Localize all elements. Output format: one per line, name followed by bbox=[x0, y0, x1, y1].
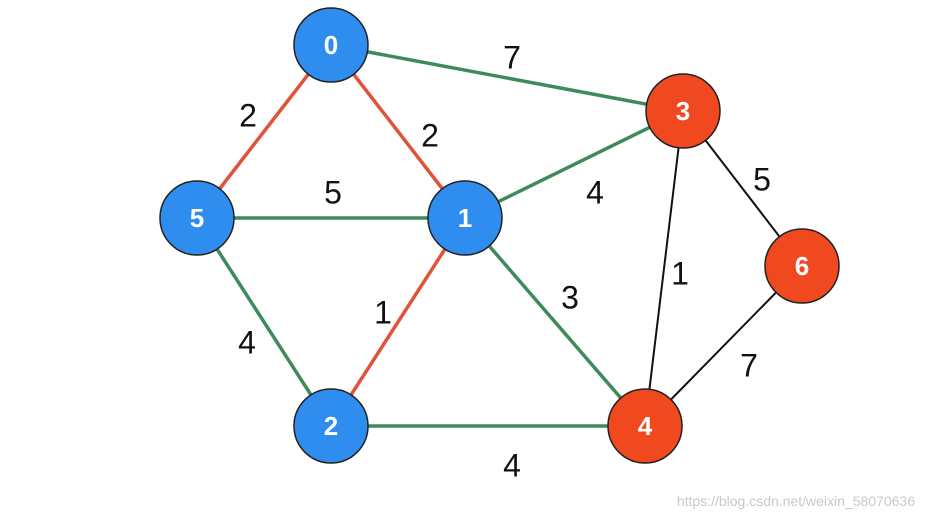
node-label-3: 3 bbox=[676, 96, 690, 126]
edge-1-4 bbox=[463, 216, 647, 428]
edge-weight-3-4: 1 bbox=[671, 255, 689, 291]
edge-0-3 bbox=[330, 43, 684, 113]
edge-5-2 bbox=[195, 217, 333, 427]
node-5: 5 bbox=[159, 180, 235, 256]
node-label-4: 4 bbox=[638, 411, 653, 441]
edge-1-2 bbox=[329, 217, 467, 427]
node-label-6: 6 bbox=[795, 251, 809, 281]
node-circle-1 bbox=[427, 180, 503, 256]
edge-weight-5-1: 5 bbox=[324, 174, 342, 210]
edge-weight-0-1: 2 bbox=[421, 117, 439, 153]
node-label-2: 2 bbox=[324, 411, 338, 441]
node-1: 1 bbox=[427, 180, 503, 256]
edge-weight-2-4: 4 bbox=[503, 447, 521, 483]
edge-weight-5-2: 4 bbox=[238, 324, 256, 360]
node-label-0: 0 bbox=[324, 30, 338, 60]
edge-1-3 bbox=[464, 109, 684, 220]
node-circle-2 bbox=[293, 388, 369, 464]
node-label-1: 1 bbox=[458, 203, 472, 233]
node-label-5: 5 bbox=[190, 203, 204, 233]
edge-weights-layer: 2 2 1 7 5 4 3 4 4 1 5 7 bbox=[238, 39, 771, 483]
node-circle-4 bbox=[607, 388, 683, 464]
node-6: 6 bbox=[764, 228, 840, 304]
edge-weight-1-4: 3 bbox=[561, 279, 579, 315]
edge-3-4 bbox=[644, 110, 684, 427]
node-2: 2 bbox=[293, 388, 369, 464]
node-circle-6 bbox=[764, 228, 840, 304]
node-3: 3 bbox=[645, 73, 721, 149]
node-circle-0 bbox=[293, 7, 369, 83]
node-0: 0 bbox=[293, 7, 369, 83]
edge-weight-3-6: 5 bbox=[753, 161, 771, 197]
edge-weight-0-5: 2 bbox=[239, 97, 257, 133]
edge-weight-1-3: 4 bbox=[586, 174, 604, 210]
watermark: https://blog.csdn.net/weixin_58070636 bbox=[676, 493, 915, 509]
edge-weight-4-6: 7 bbox=[740, 347, 758, 383]
edge-weight-1-2: 1 bbox=[374, 294, 392, 330]
node-4: 4 bbox=[607, 388, 683, 464]
node-circle-3 bbox=[645, 73, 721, 149]
nodes-layer: 0 1 2 3 4 5 6 bbox=[159, 7, 840, 464]
edge-weight-0-3: 7 bbox=[503, 39, 521, 75]
node-circle-5 bbox=[159, 180, 235, 256]
